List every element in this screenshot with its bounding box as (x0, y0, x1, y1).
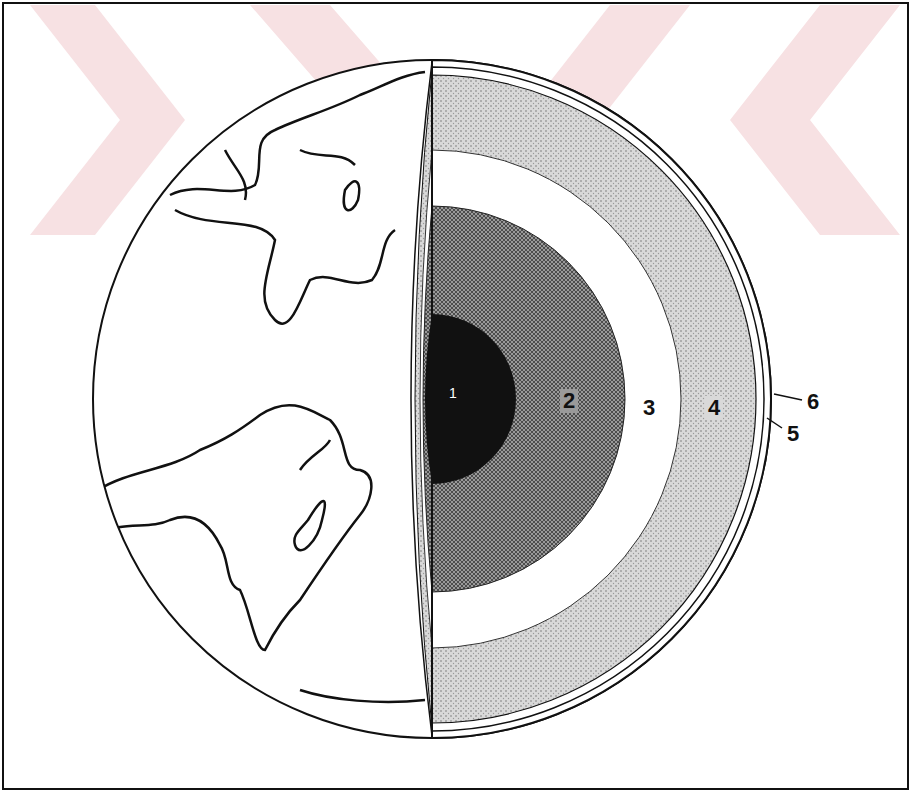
leader-line (767, 418, 782, 428)
callout-number: 6 (804, 390, 822, 414)
callout-number: 2 (560, 389, 578, 413)
callout-number: 4 (705, 396, 723, 420)
callout-number: 3 (640, 396, 658, 420)
callout-number: 1 (446, 385, 460, 401)
frame (3, 3, 908, 789)
leader-line (774, 394, 802, 400)
callout-number: 5 (784, 422, 802, 446)
continents (98, 72, 425, 702)
layers (411, 60, 771, 738)
